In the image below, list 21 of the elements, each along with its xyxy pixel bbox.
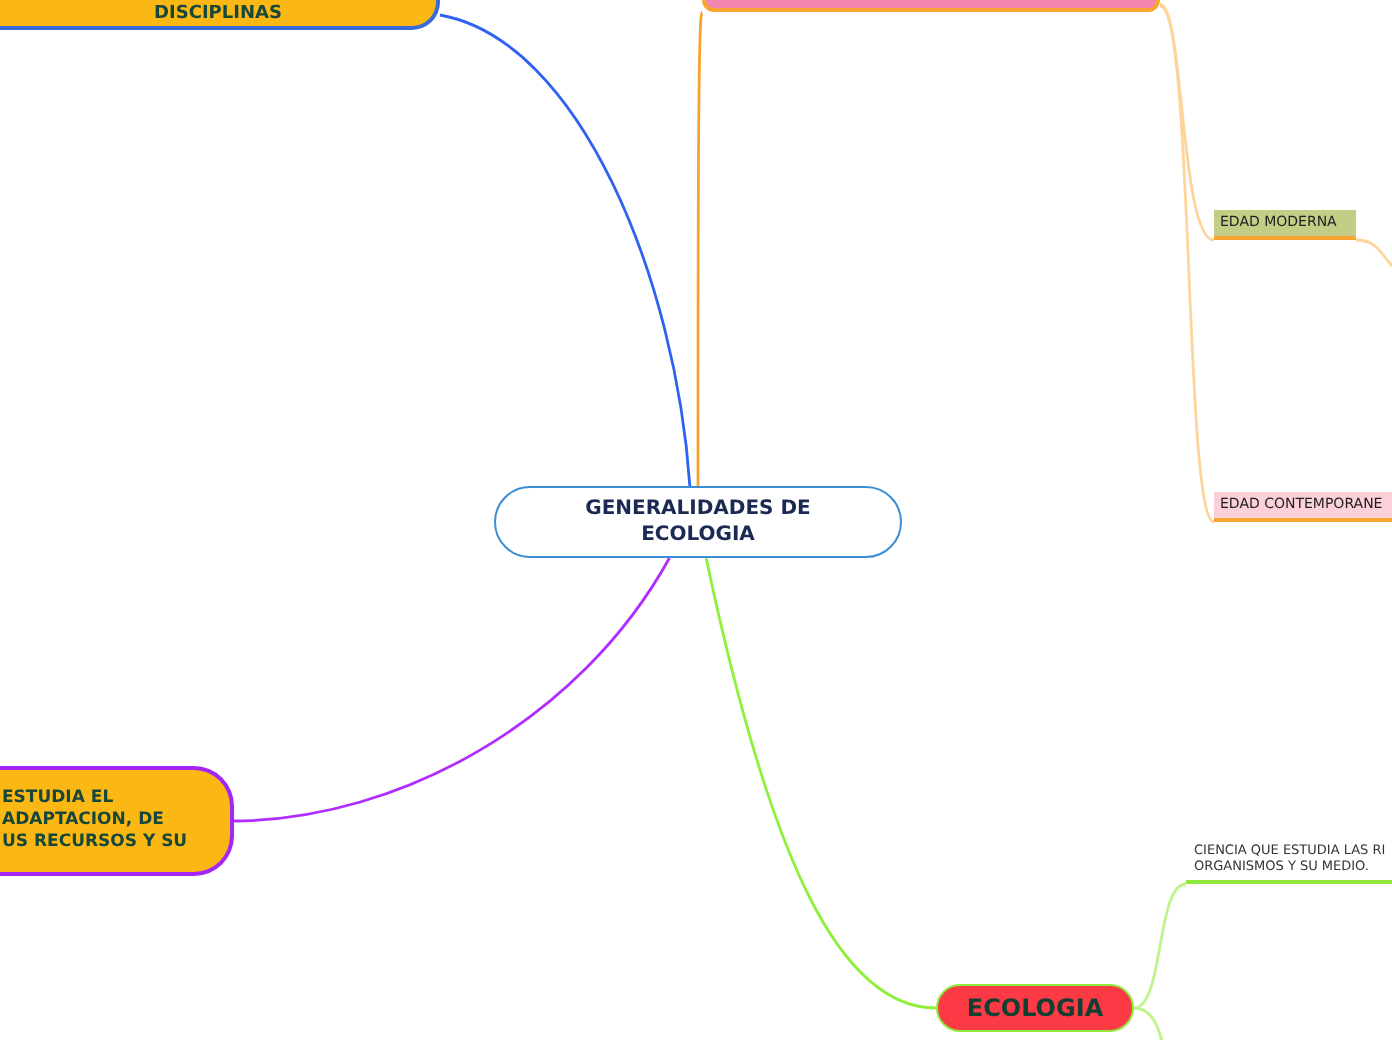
branch-line <box>439 13 692 487</box>
central-topic-box <box>494 486 902 558</box>
topic-box <box>0 766 234 876</box>
branch-line <box>1355 238 1392 267</box>
central-topic-text: GENERALIDADES DE ECOLOGIA <box>583 496 813 548</box>
branch-line <box>1158 5 1216 523</box>
note-underline <box>1186 838 1392 884</box>
branch-line <box>1133 882 1187 1010</box>
branch-line <box>696 11 704 486</box>
branch-line <box>233 557 671 823</box>
topic-box <box>0 0 440 30</box>
branch-line <box>1159 3 1215 242</box>
subtopic-tag <box>1214 210 1356 240</box>
subtopic-tag <box>1214 492 1392 522</box>
branch-line <box>1133 1006 1164 1040</box>
topic-box <box>702 0 1160 12</box>
topic-text: ECOLOGIA <box>966 994 1104 1022</box>
topic-text: ESTUDIA EL ADAPTACION, DE US RECURSOS Y SU <box>0 788 190 854</box>
topic-text: DISCIPLINAS <box>154 3 282 23</box>
branch-line <box>704 557 937 1010</box>
topic-box <box>936 984 1134 1032</box>
